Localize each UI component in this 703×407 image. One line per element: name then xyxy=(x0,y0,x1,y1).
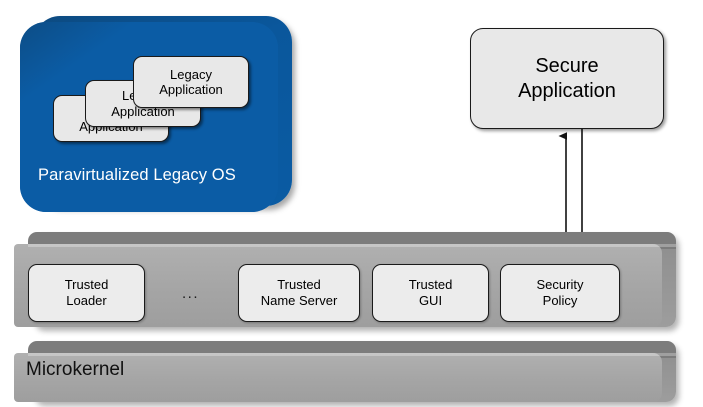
microkernel-layer xyxy=(14,341,680,402)
kernel-slab-front-face xyxy=(14,353,662,402)
service-box-trusted-name-server[interactable]: Trusted Name Server xyxy=(238,264,360,322)
legacy-os-label: Paravirtualized Legacy OS xyxy=(38,166,236,184)
service-label-trusted-gui: Trusted GUI xyxy=(408,277,453,308)
legacy-application-card-front[interactable]: Legacy Application xyxy=(133,56,249,108)
service-box-trusted-gui[interactable]: Trusted GUI xyxy=(372,264,489,322)
microkernel-label: Microkernel xyxy=(26,359,125,380)
service-box-trusted-loader[interactable]: Trusted Loader xyxy=(28,264,145,322)
service-label-security-policy: Security Policy xyxy=(536,277,584,308)
legacy-application-label-3: Legacy Application xyxy=(159,66,223,97)
paravirtualized-legacy-os-block: Legacy Application Legacy Application Le… xyxy=(20,16,292,212)
secure-application-box[interactable]: Secure Application xyxy=(470,28,664,129)
services-slab-bevel xyxy=(28,244,676,247)
service-label-trusted-name-server: Trusted Name Server xyxy=(260,277,338,308)
kernel-slab-bevel xyxy=(28,353,676,356)
secure-application-label: Secure Application xyxy=(518,55,616,102)
service-box-security-policy[interactable]: Security Policy xyxy=(500,264,620,322)
services-ellipsis: ... xyxy=(182,285,200,302)
service-label-trusted-loader: Trusted Loader xyxy=(64,277,109,308)
